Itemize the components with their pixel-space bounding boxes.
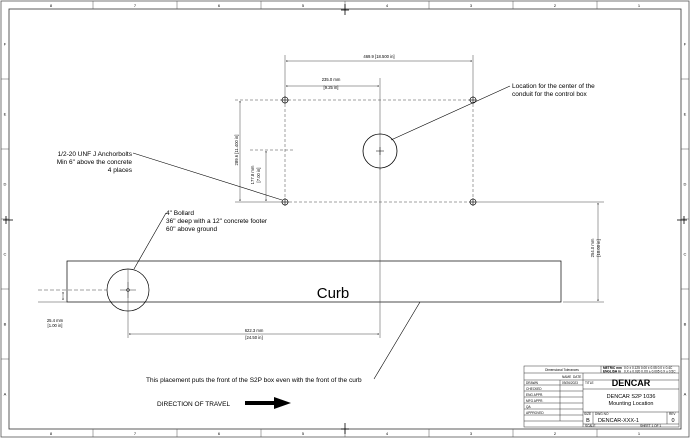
- zone-label: 7: [134, 431, 137, 436]
- dim-left-small-2: [1.00 in]: [48, 323, 63, 328]
- curb-rect: [66, 260, 562, 303]
- curb-label: Curb: [317, 285, 350, 302]
- zone-label: F: [4, 42, 7, 47]
- zone-label: 5: [302, 3, 305, 8]
- dim-top-center-2: [9.25 in]: [324, 85, 339, 90]
- zone-label: 2: [554, 3, 557, 8]
- dim-top-overall: 469.9 [18.500 in]: [363, 54, 394, 59]
- conduit-callout-line1: Location for the center of the: [512, 83, 595, 90]
- conduit-callout-line2: conduit for the control box: [512, 91, 588, 98]
- sheet-label: SHEET 1 OF 1: [640, 424, 661, 428]
- title-block: [523, 365, 680, 428]
- callout-texts: Location for the center of the conduit f…: [57, 83, 595, 408]
- date-label: DATE: [573, 375, 581, 379]
- drawn-label: DRAWN: [526, 381, 539, 385]
- anchor-callout-line3: 4 places: [108, 167, 133, 174]
- zone-label: 8: [50, 431, 53, 436]
- tolerances-header: Dimensional Tolerances: [545, 368, 579, 372]
- eng-appr-label: ENG APPR.: [526, 393, 543, 397]
- zone-label: D: [684, 182, 687, 187]
- dim-bottom-1: 622.3 mm: [245, 328, 264, 333]
- zone-label: 2: [554, 431, 557, 436]
- mfg-appr-label: MFG APPR.: [526, 399, 543, 403]
- rev-label: REV: [669, 412, 676, 416]
- size-label: SIZE: [584, 412, 591, 416]
- metric-label: METRIC mm: [603, 366, 622, 370]
- dim-vertical-inner-2: [7.00 in]: [256, 168, 261, 183]
- zone-label: B: [684, 322, 687, 327]
- mounting-pattern: [235, 55, 474, 203]
- anchor-callout-line1: 1/2-20 UNF J Anchorbolts: [58, 151, 133, 158]
- zone-label: 3: [470, 431, 473, 436]
- zone-label: A: [4, 392, 7, 397]
- zone-label: C: [684, 252, 687, 257]
- title-block-texts: Dimensional Tolerances METRIC mm ENGLISH…: [526, 366, 676, 428]
- qa-label: QA: [526, 405, 531, 409]
- curb-and-bollard: [66, 260, 562, 312]
- dim-vertical-right-1: 254.0 mm: [590, 238, 595, 257]
- scale-label: SCALE: [585, 424, 595, 428]
- zone-label: 7: [134, 3, 137, 8]
- zone-label: 3: [470, 3, 473, 8]
- zone-label: 4: [386, 3, 389, 8]
- anchor-callout-line2: Min 6" above the concrete: [57, 159, 133, 166]
- direction-arrow-icon: [245, 397, 291, 409]
- dim-vertical-left: 289.6 [11.400 in]: [234, 135, 239, 166]
- dim-top-center-1: 235.0 mm: [322, 77, 341, 82]
- zone-label: B: [4, 322, 7, 327]
- metric-tolerances: 0.0 ± 0.125 0.00 ± 0.05 0.0 ± 0.4C: [624, 366, 673, 370]
- rev-value: 0: [671, 418, 674, 424]
- approved-label: APPROVED: [526, 411, 544, 415]
- zone-label: E: [4, 112, 7, 117]
- zone-label: 6: [218, 3, 221, 8]
- layout-dimension-lines: [38, 168, 604, 338]
- leader-lines: [132, 85, 511, 380]
- zone-label: 8: [50, 3, 53, 8]
- placement-note: This placement puts the front of the S2P…: [146, 377, 362, 384]
- zone-label: E: [684, 112, 687, 117]
- dim-bottom-2: [24.50 in]: [245, 335, 262, 340]
- dim-vertical-right-2: [10.00 in]: [596, 239, 601, 256]
- drawing-title-line1: DENCAR S2P 1036: [607, 394, 656, 400]
- name-label: NAME: [562, 375, 571, 379]
- zone-label: 1: [638, 3, 641, 8]
- zone-label: 4: [386, 431, 389, 436]
- size-value: B: [586, 418, 590, 424]
- english-label: ENGLISH in: [603, 370, 621, 374]
- drawing-title-line2: Mounting Location: [609, 401, 654, 407]
- title-label: TITLE: [585, 381, 594, 385]
- zone-label: C: [4, 252, 7, 257]
- dim-vertical-inner-1: 177.8 mm: [250, 165, 255, 184]
- dwg-no-label: DWG NO: [595, 412, 609, 416]
- dimension-texts: 469.9 [18.500 in] 235.0 mm [9.25 in] 289…: [47, 54, 601, 340]
- dwg-no-value: DENCAR-XXX-1: [598, 418, 639, 424]
- english-tolerances: 0.X ± 0.020 0.XX ± 0.005 0.X ± 0.5C: [624, 370, 676, 374]
- bollard-callout-line2: 36" deep with a 12" concrete footer: [166, 218, 268, 225]
- zone-label: 1: [638, 431, 641, 436]
- zone-label: A: [684, 392, 687, 397]
- drawn-date: 09/26/2023: [562, 381, 578, 385]
- zone-label: F: [684, 42, 687, 47]
- zone-label: 5: [302, 431, 305, 436]
- zone-label: 6: [218, 431, 221, 436]
- checked-label: CHECKED: [526, 387, 542, 391]
- bollard-callout-line3: 60" above ground: [166, 226, 217, 233]
- dim-left-small-1: 25.4 mm: [47, 318, 64, 323]
- company-name: DENCAR: [612, 378, 651, 388]
- zone-label: D: [4, 182, 7, 187]
- direction-of-travel: DIRECTION OF TRAVEL: [157, 401, 230, 408]
- center-marks: [3, 4, 687, 434]
- bollard-callout-line1: 4" Bollard: [166, 210, 194, 217]
